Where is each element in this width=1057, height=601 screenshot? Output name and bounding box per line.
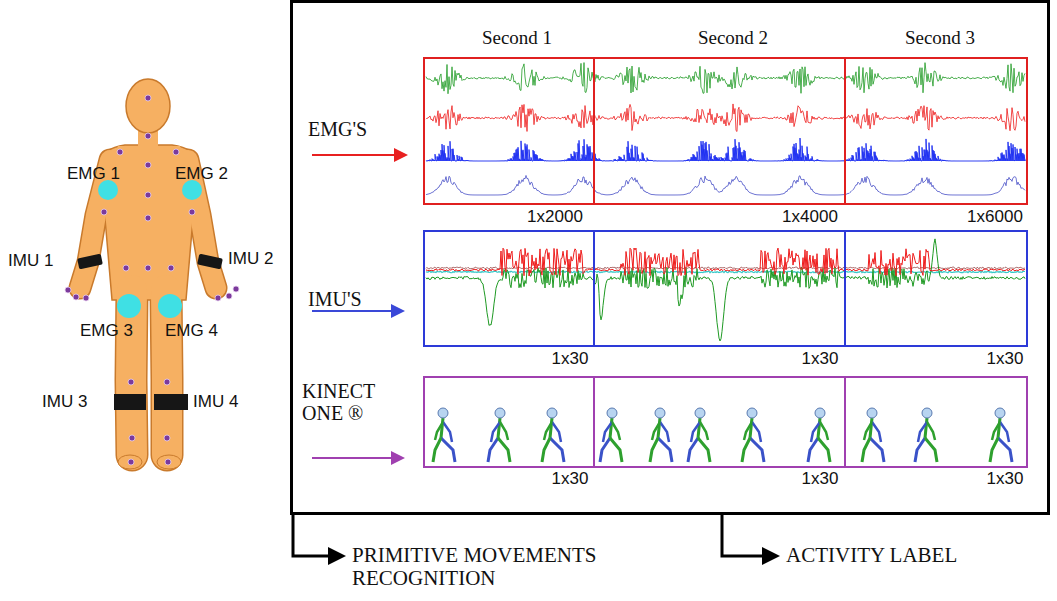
- modality-label: KINECT ONE ®: [302, 380, 412, 424]
- sensor-label: IMU 2: [228, 250, 273, 269]
- sample-size: 1x30: [802, 470, 839, 489]
- sample-size: 1x30: [802, 350, 839, 369]
- sample-size: 1x4000: [782, 208, 838, 227]
- sensor-label: IMU 1: [8, 252, 53, 271]
- input-arrow: [312, 451, 405, 465]
- imu-band: [197, 254, 223, 270]
- sensor-label: EMG 2: [175, 165, 228, 184]
- emg-sensor: [158, 294, 182, 318]
- sensor-label: IMU 4: [193, 393, 238, 412]
- imu-band: [114, 394, 146, 410]
- second-label: Second 2: [698, 28, 768, 49]
- emg-panel: 1x20001x40001x6000: [423, 57, 1028, 205]
- second-label: Second 1: [482, 28, 552, 49]
- human-figure: [65, 79, 239, 469]
- output-label: PRIMITIVE MOVEMENTS RECOGNITION: [352, 544, 642, 590]
- output-label: ACTIVITY LABEL: [786, 544, 957, 567]
- emg-sensor: [117, 294, 141, 318]
- input-arrow: [312, 148, 408, 162]
- sample-size: 1x30: [987, 350, 1024, 369]
- sensor-label: IMU 3: [42, 393, 87, 412]
- kinect-panel: 1x301x301x30: [423, 376, 1028, 468]
- imu-band: [154, 394, 188, 410]
- sample-size: 1x30: [987, 470, 1024, 489]
- sample-size: 1x30: [552, 350, 589, 369]
- sample-size: 1x30: [552, 470, 589, 489]
- imu-panel: 1x301x301x30: [423, 230, 1028, 347]
- output-arrow: [293, 515, 346, 565]
- output-arrow: [722, 515, 780, 565]
- sample-size: 1x2000: [527, 208, 583, 227]
- sample-size: 1x6000: [967, 208, 1023, 227]
- sensor-label: EMG 1: [67, 165, 120, 184]
- modality-label: IMU'S: [308, 288, 362, 310]
- sensor-label: EMG 4: [165, 322, 218, 341]
- signals: [426, 57, 1025, 467]
- modality-label: EMG'S: [308, 118, 367, 140]
- second-label: Second 3: [905, 28, 975, 49]
- imu-band: [77, 254, 103, 270]
- time-window-frame: Second 1Second 2Second 31x20001x40001x60…: [290, 0, 1050, 515]
- sensor-label: EMG 3: [80, 322, 133, 341]
